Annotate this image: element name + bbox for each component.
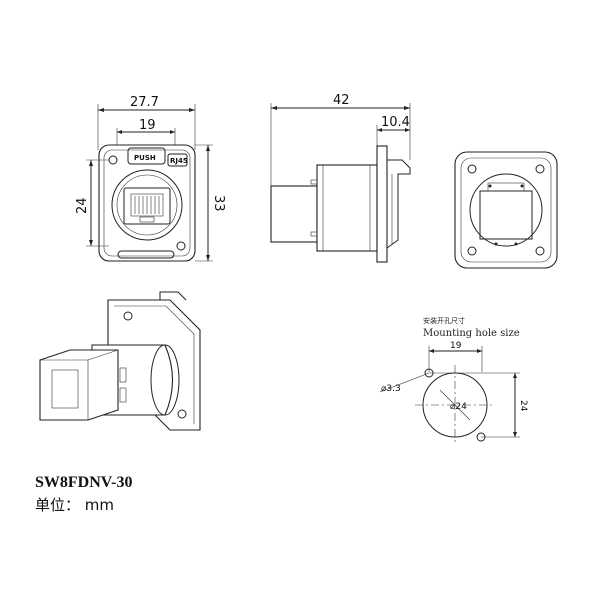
front-width-label: 27.7 — [130, 95, 159, 110]
mounting-height-label: 24 — [518, 400, 528, 412]
mounting-cutout-label: ⌀24 — [450, 402, 467, 412]
front-view: 27.7 19 PUSH RJ45 — [75, 95, 226, 262]
side-flange-label: 10.4 — [381, 115, 410, 130]
mounting-hole-label: ⌀3.3 — [381, 384, 401, 394]
unit-label: 单位： mm — [35, 496, 114, 514]
mounting-width-label: 19 — [450, 341, 462, 351]
rj45-label: RJ45 — [170, 157, 188, 165]
front-height-label: 33 — [211, 195, 226, 212]
model-number: SW8FDNV-30 — [35, 474, 133, 491]
mounting-title-en: Mounting hole size — [423, 328, 520, 339]
side-length-label: 42 — [333, 93, 350, 108]
isometric-view — [39, 291, 201, 431]
mounting-title-cn: 安装开孔尺寸 — [423, 316, 465, 325]
front-hole-spacing-label: 24 — [75, 197, 90, 214]
rear-view — [454, 151, 558, 269]
mounting-hole-diagram: 安装开孔尺寸 Mounting hole size 19 ⌀3.3 ⌀24 24 — [379, 316, 528, 445]
push-label: PUSH — [134, 154, 156, 162]
side-view: 42 10.4 — [270, 93, 411, 263]
front-inner-width-label: 19 — [139, 118, 156, 133]
